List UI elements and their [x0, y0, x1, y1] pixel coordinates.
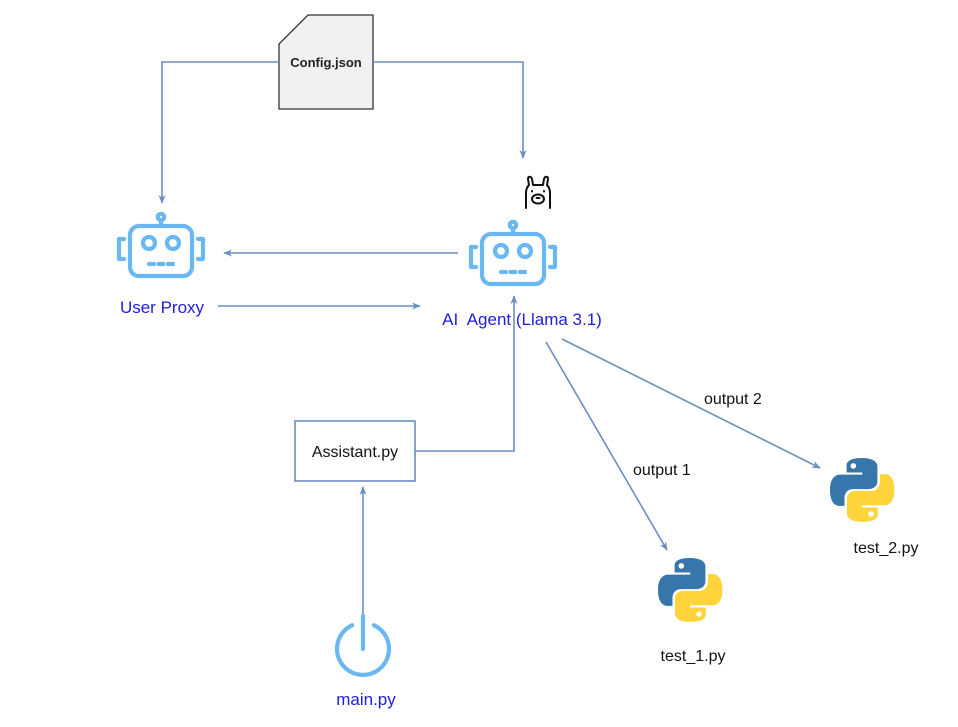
edge-assistant-to-ai-agent — [415, 295, 518, 452]
assistant-label: Assistant.py — [312, 444, 398, 461]
user-proxy-node: User Proxy — [116, 211, 206, 317]
assistant-box — [294, 420, 416, 482]
test-1-node: test_1.py — [658, 558, 725, 665]
python-icon — [830, 458, 895, 522]
test-2-label: test_2.py — [854, 540, 919, 557]
robot-icon — [116, 211, 206, 279]
config-file-node: Config.json — [278, 14, 374, 110]
file-icon — [278, 14, 374, 110]
assistant-node: Assistant.py — [294, 420, 416, 482]
llama-icon — [525, 175, 551, 209]
ai-agent-node: AI Agent (Llama 3.1) — [442, 219, 602, 329]
main-node: main.py — [334, 613, 396, 709]
output-2-label: output 2 — [704, 391, 762, 408]
user-proxy-label: User Proxy — [120, 298, 205, 317]
output-1-label: output 1 — [633, 462, 691, 479]
edges — [158, 61, 821, 615]
python-icon — [658, 558, 723, 622]
main-label: main.py — [336, 690, 396, 709]
edge-output-2 — [561, 338, 821, 469]
test-2-node: test_2.py — [830, 458, 918, 557]
edge-config-to-user-proxy — [158, 61, 279, 204]
edge-config-to-ai-agent — [373, 61, 527, 159]
config-label: Config.json — [290, 55, 362, 70]
power-icon — [334, 613, 392, 677]
edge-output-1 — [545, 341, 668, 551]
robot-icon — [468, 219, 558, 287]
ai-agent-label: AI Agent (Llama 3.1) — [442, 310, 602, 329]
test-1-label: test_1.py — [661, 648, 726, 665]
